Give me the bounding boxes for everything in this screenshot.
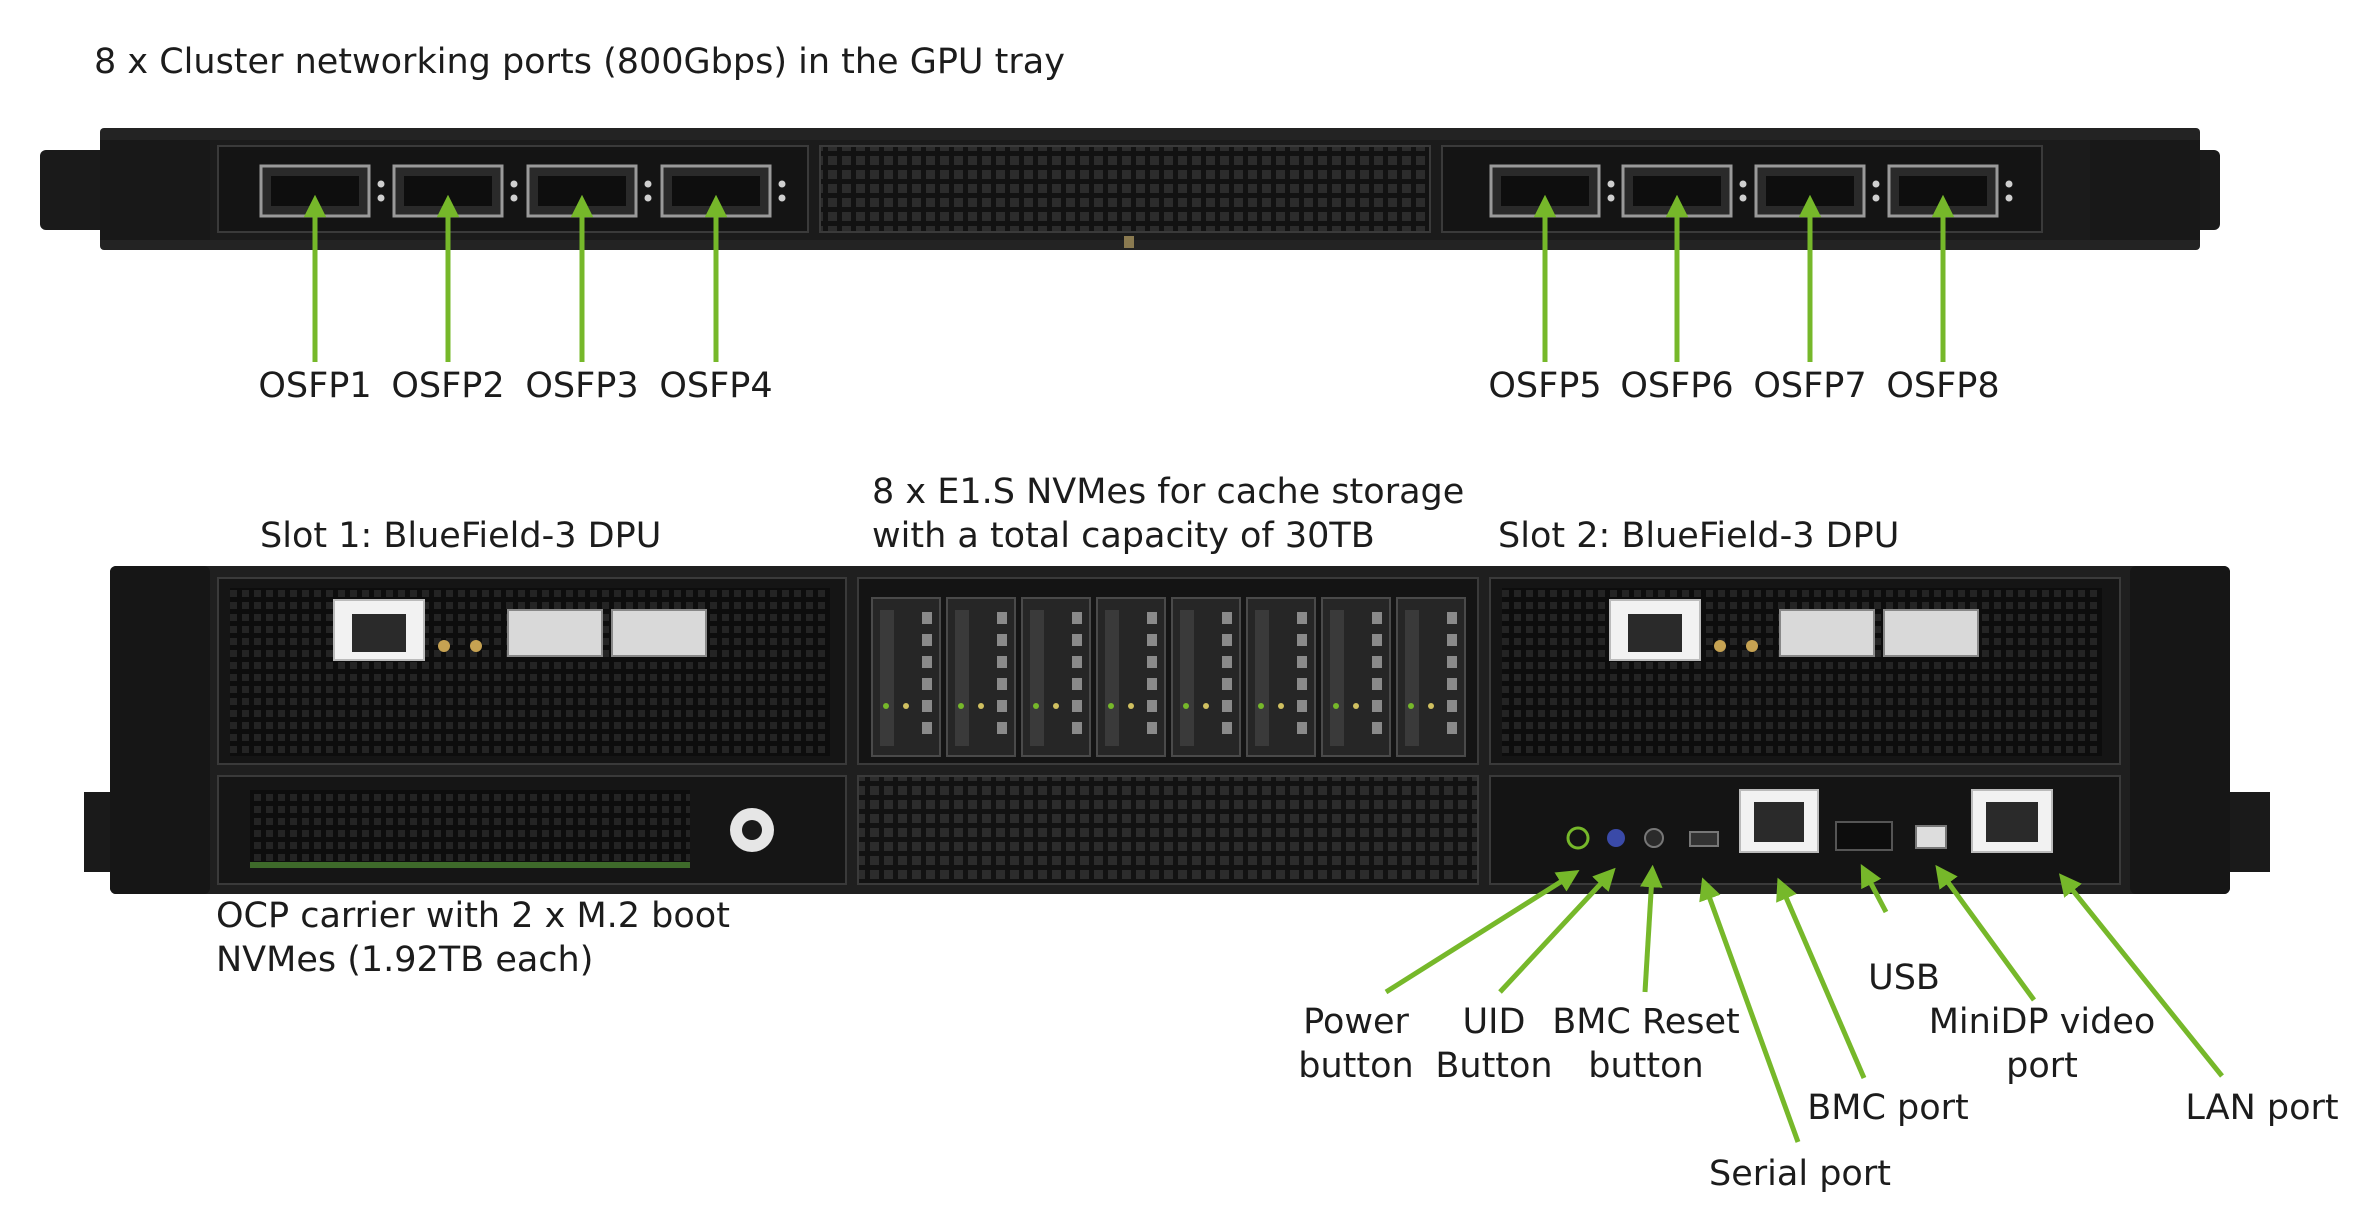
arrow-power-button [1384,870,1580,995]
gpu-tray-title: 8 x Cluster networking ports (800Gbps) i… [94,42,1065,82]
nvme-sled [871,597,941,757]
label-serial-port: Serial port [1709,1154,1891,1194]
label-bmc-reset-1: BMC Reset [1552,1002,1740,1042]
label-bmc-reset-2: button [1588,1046,1704,1086]
nvme-sled [1096,597,1166,757]
label-osfp5: OSFP5 [1488,366,1602,406]
label-osfp2: OSFP2 [391,366,505,406]
label-slot1-dpu: Slot 1: BlueField-3 DPU [260,516,662,556]
label-osfp6: OSFP6 [1620,366,1734,406]
label-ocp-line1: OCP carrier with 2 x M.2 boot [216,896,730,936]
label-power-2: button [1298,1046,1414,1086]
nvme-sled [946,597,1016,757]
osfp-arrows [303,194,1955,362]
arrow-uid-button [1498,867,1616,994]
arrow-lan-port [2058,873,2224,1078]
osfp-cage [1754,164,1880,218]
osfp-cage [392,164,518,218]
label-uid-2: Button [1435,1046,1553,1086]
cpu-tray-chassis [84,566,2270,894]
osfp-cage [1887,164,2013,218]
label-osfp8: OSFP8 [1886,366,2000,406]
arrow-bmc-port [1776,877,1867,1079]
label-lan-port: LAN port [2185,1088,2339,1128]
label-slot2-dpu: Slot 2: BlueField-3 DPU [1498,516,1900,556]
label-power-1: Power [1303,1002,1409,1042]
nvme-sled [1171,597,1241,757]
label-nvme-line2: with a total capacity of 30TB [872,516,1375,556]
nvme-sled [1321,597,1391,757]
label-minidp-1: MiniDP video [1928,1002,2156,1042]
osfp-cage [259,164,385,218]
label-uid-1: UID [1462,1002,1526,1042]
label-usb: USB [1868,958,1940,998]
osfp-cage [1621,164,1747,218]
label-minidp-2: port [2006,1046,2078,1086]
label-osfp3: OSFP3 [525,366,639,406]
label-osfp4: OSFP4 [659,366,773,406]
label-bmc-port: BMC port [1807,1088,1969,1128]
osfp-cage [660,164,786,218]
nvme-sleds [871,597,1466,757]
arrow-minidp-port [1935,864,2037,1002]
label-osfp1: OSFP1 [258,366,372,406]
label-ocp-line2: NVMes (1.92TB each) [216,940,594,980]
nvme-sled [1396,597,1466,757]
arrow-usb [1860,864,1889,914]
osfp-cage [526,164,652,218]
label-osfp7: OSFP7 [1753,366,1867,406]
nvme-sled [1021,597,1091,757]
osfp-cage [1489,164,1615,218]
arrow-serial-port [1699,877,1801,1143]
label-nvme-line1: 8 x E1.S NVMes for cache storage [872,472,1465,512]
arrow-bmc-reset-button [1640,864,1663,993]
nvme-sled [1246,597,1316,757]
rear-panel-arrows [1384,864,2224,1143]
